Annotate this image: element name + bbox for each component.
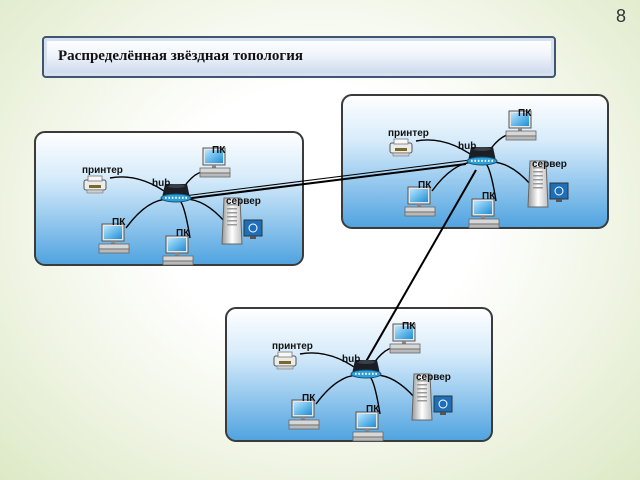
label-pc-bottom: ПК <box>482 191 496 202</box>
label-server: сервер <box>416 372 451 383</box>
pc-top <box>199 147 231 178</box>
label-printer: принтер <box>82 165 123 176</box>
printer <box>389 138 413 157</box>
label-hub: hub <box>152 178 170 189</box>
label-server: сервер <box>226 196 261 207</box>
hub <box>350 360 382 379</box>
link-right-bottom <box>359 169 477 373</box>
label-server: сервер <box>532 159 567 170</box>
link-left-right-a <box>175 163 467 201</box>
link-left-right-b <box>175 159 471 198</box>
label-hub: hub <box>458 141 476 152</box>
server <box>411 373 453 421</box>
pc-left <box>288 399 320 430</box>
slide-number: 8 <box>615 6 626 26</box>
printer <box>83 175 107 194</box>
label-pc-left: ПК <box>302 393 316 404</box>
pc-top <box>389 323 421 354</box>
title-bar: Распределённая звёздная топология <box>42 36 556 78</box>
label-pc-bottom: ПК <box>176 228 190 239</box>
label-pc-top: ПК <box>518 108 532 119</box>
slide-title: Распределённая звёздная топология <box>58 48 303 64</box>
server <box>527 160 569 208</box>
printer <box>273 351 297 370</box>
label-pc-left: ПК <box>112 217 126 228</box>
label-pc-bottom: ПК <box>366 404 380 415</box>
label-hub: hub <box>342 354 360 365</box>
pc-top <box>505 110 537 141</box>
pc-left <box>98 223 130 254</box>
pc-bottom <box>162 235 194 266</box>
pc-bottom <box>468 198 500 229</box>
server <box>221 197 263 245</box>
pc-bottom <box>352 411 384 442</box>
label-printer: принтер <box>272 341 313 352</box>
hub <box>466 147 498 166</box>
pc-left <box>404 186 436 217</box>
label-pc-top: ПК <box>212 145 226 156</box>
label-pc-left: ПК <box>418 180 432 191</box>
label-printer: принтер <box>388 128 429 139</box>
hub <box>160 184 192 203</box>
label-pc-top: ПК <box>402 321 416 332</box>
